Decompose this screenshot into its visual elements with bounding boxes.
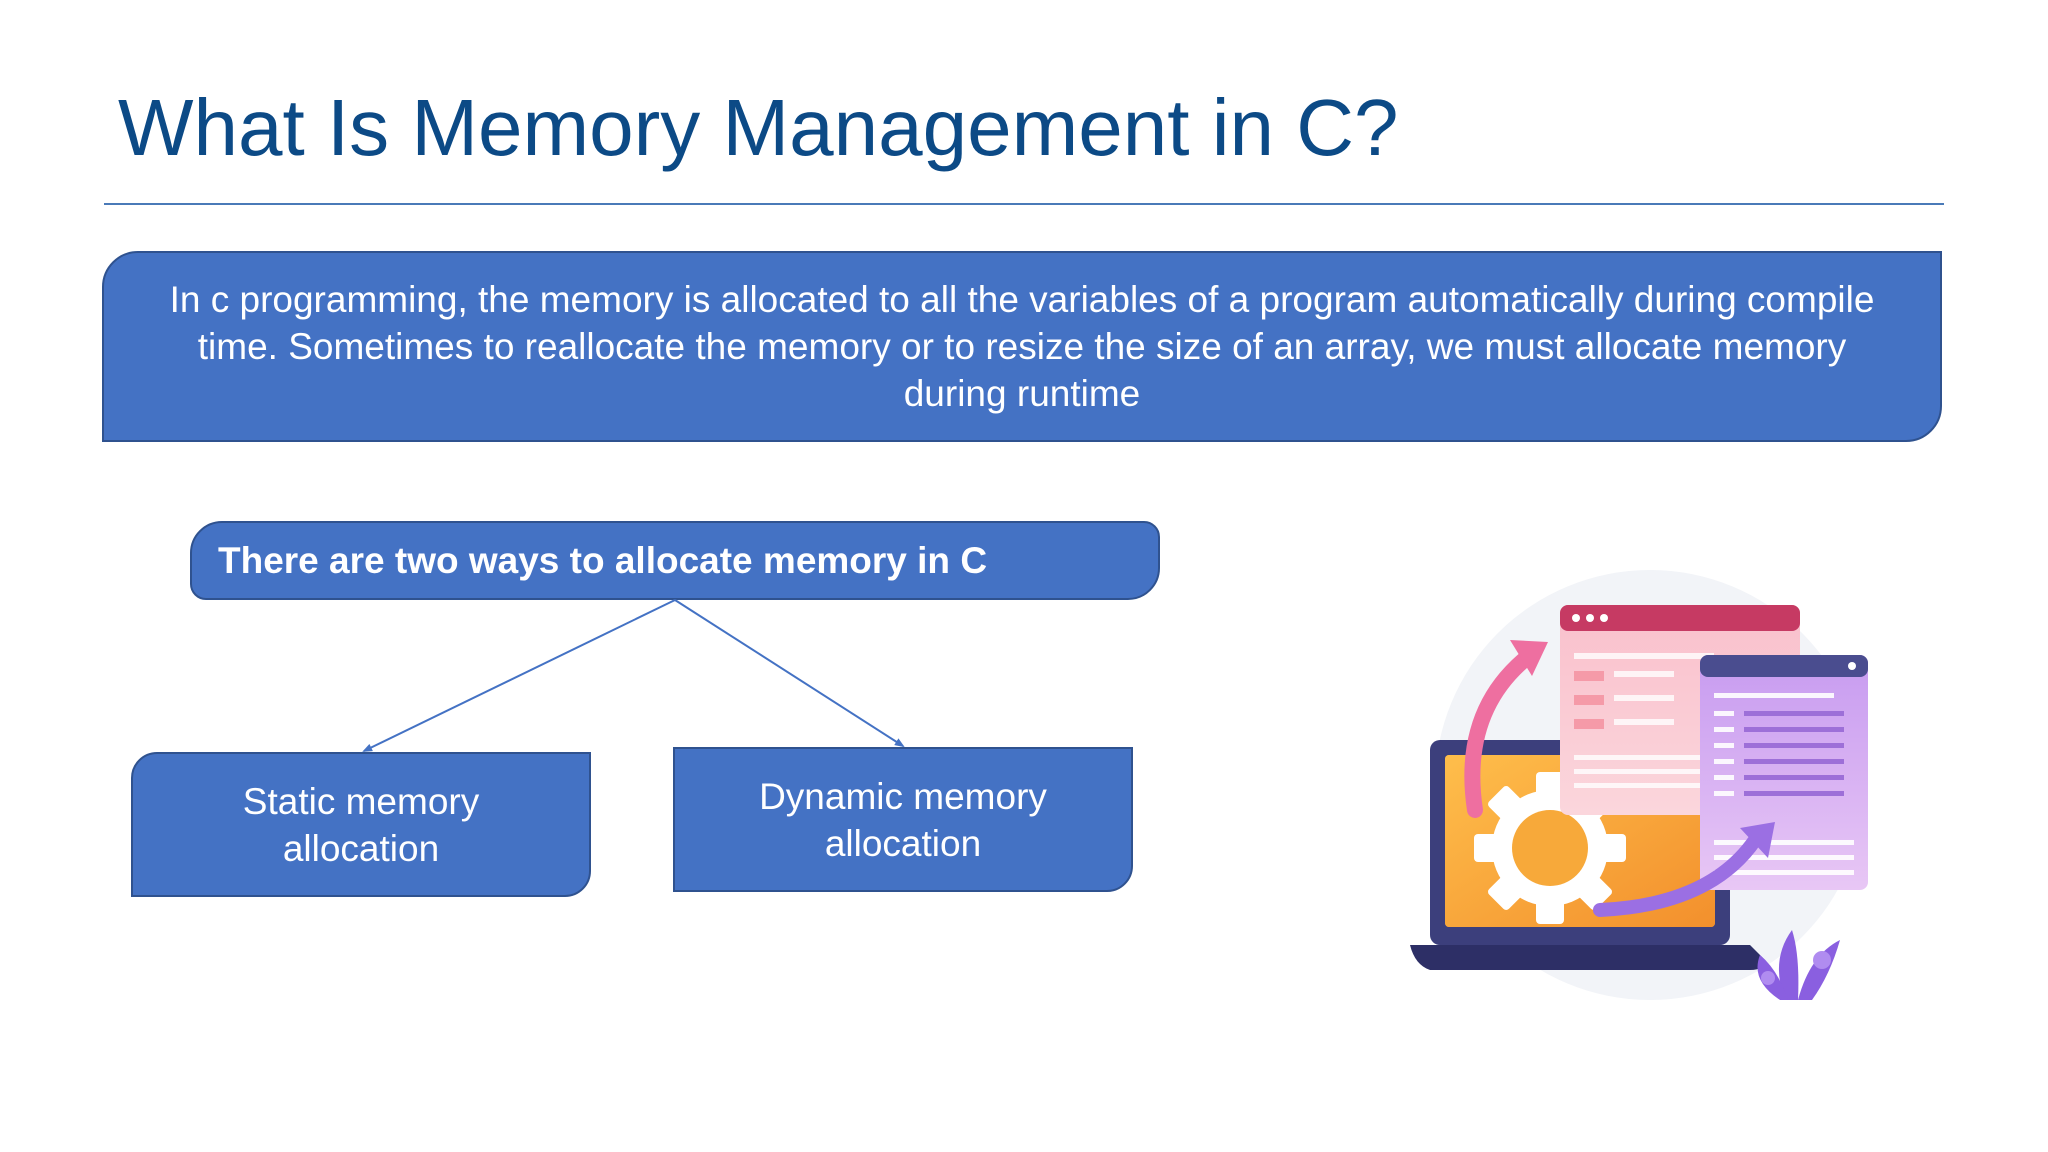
dynamic-allocation-label: Dynamic memory allocation	[759, 773, 1047, 867]
static-allocation-label: Static memory allocation	[243, 778, 479, 872]
static-line-1: Static memory	[242, 780, 480, 822]
title-divider	[104, 203, 1944, 205]
slide-title: What Is Memory Management in C?	[118, 83, 1399, 172]
plant-icon	[1757, 930, 1840, 1000]
dynamic-allocation-box: Dynamic memory allocation	[673, 747, 1133, 892]
static-allocation-box: Static memory allocation	[131, 752, 591, 897]
intro-line-3: during runtime	[903, 373, 1141, 414]
pink-arrow-icon	[1464, 647, 1538, 818]
dynamic-line-2: allocation	[824, 822, 982, 864]
purple-arrow-icon	[1593, 833, 1762, 917]
intro-text: In c programming, the memory is allocate…	[170, 276, 1875, 417]
intro-line-1: In c programming, the memory is allocate…	[169, 279, 1875, 320]
laptop-gear-windows-illustration-icon	[1410, 570, 1868, 1000]
arrow-to-dynamic	[674, 599, 905, 748]
laptop-base	[1410, 945, 1765, 970]
ways-heading-box: There are two ways to allocate memory in…	[190, 521, 1160, 600]
intro-box: In c programming, the memory is allocate…	[102, 251, 1942, 442]
intro-line-2: time. Sometimes to reallocate the memory…	[197, 326, 1847, 367]
purple-window	[1700, 655, 1868, 890]
dynamic-line-1: Dynamic memory	[759, 775, 1047, 817]
arrow-to-static	[362, 599, 676, 752]
ways-heading: There are two ways to allocate memory in…	[218, 539, 988, 581]
static-line-2: allocation	[282, 827, 440, 869]
